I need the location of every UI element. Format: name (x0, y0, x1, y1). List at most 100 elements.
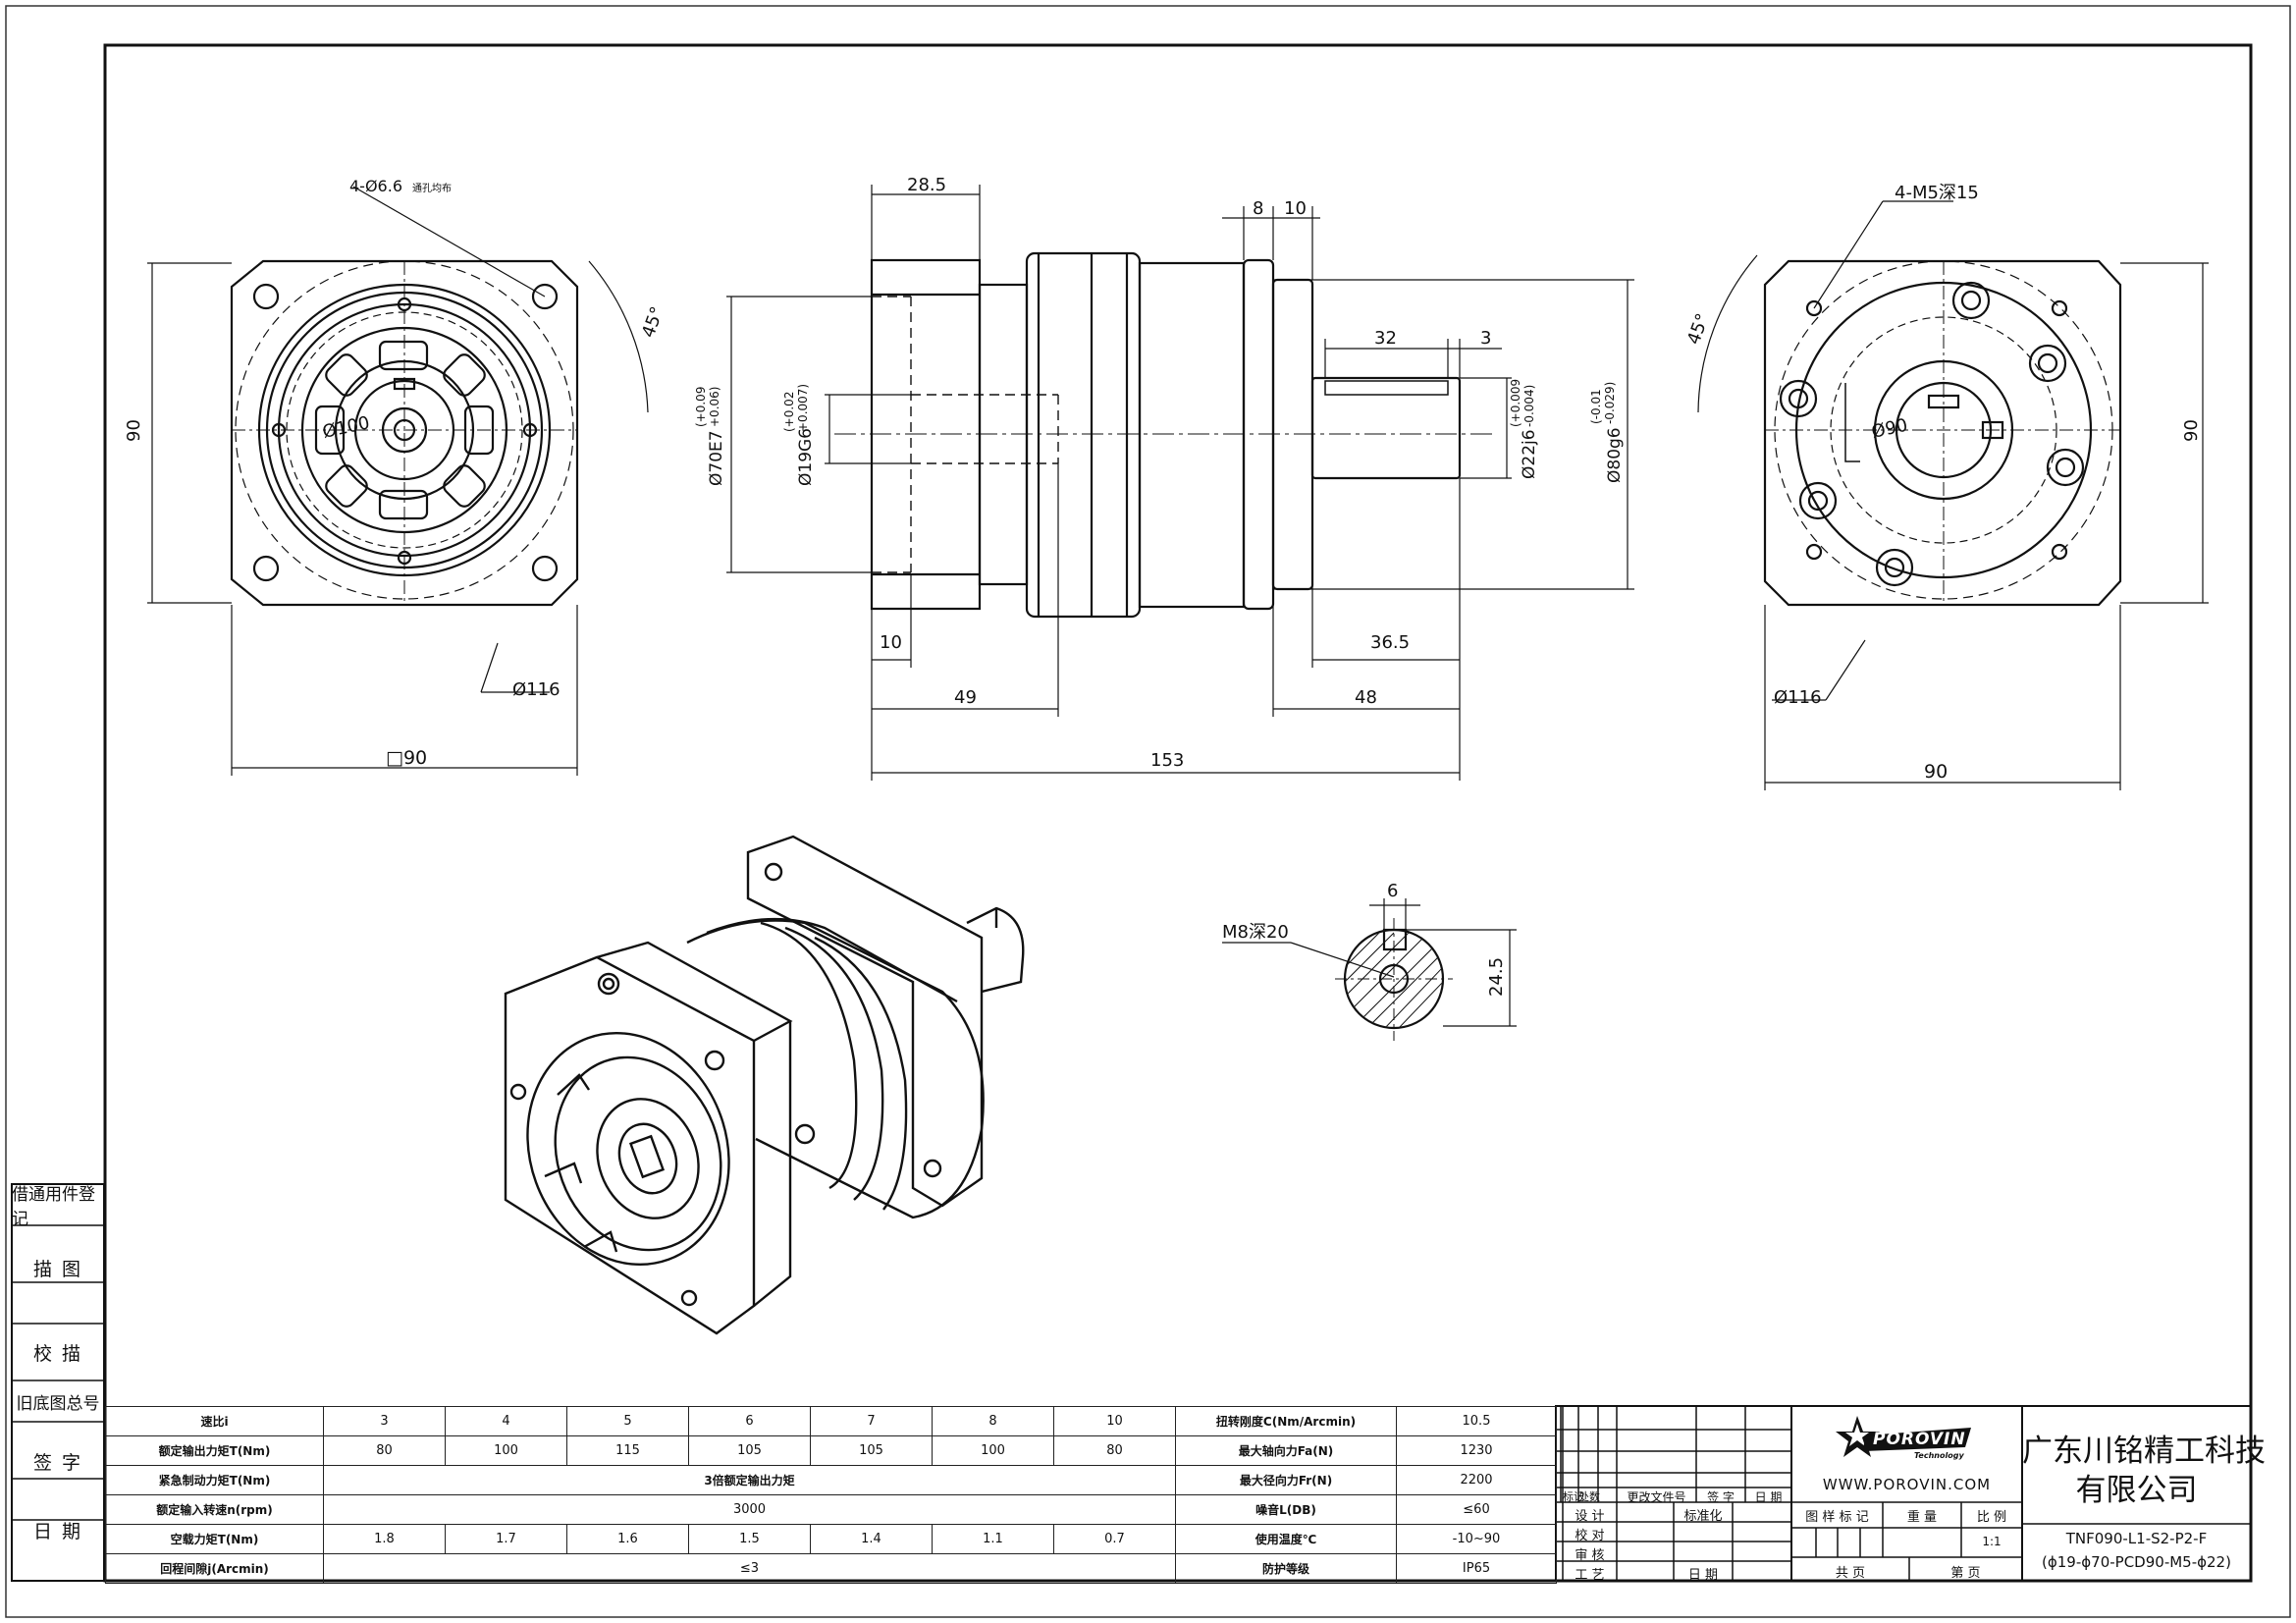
table-cell: 1.6 (566, 1524, 689, 1554)
side-dim-22-tol-bot: -0.004) (1522, 385, 1536, 427)
row-label: 额定输出力矩T(Nm) (105, 1435, 324, 1466)
front-pcd-label: Ø100 (321, 412, 372, 443)
ratio-cell: 7 (810, 1406, 933, 1436)
side-dim-22-tol-top: (+0.009 (1509, 379, 1522, 427)
table-cell: 1.4 (810, 1524, 933, 1554)
role-process: 工 艺 (1575, 1568, 1605, 1583)
side-dim-80: Ø80g6 (1605, 427, 1625, 483)
side-dim-32: 32 (1374, 328, 1397, 349)
spec-right-label: 使用温度℃ (1175, 1524, 1397, 1554)
sidebar-row-3: 旧底图总号 (16, 1393, 100, 1414)
table-cell: 100 (932, 1435, 1054, 1466)
date-label: 日 期 (1687, 1568, 1719, 1583)
sidebar-row-4: 签 字 (32, 1451, 83, 1474)
spec-right-value: -10~90 (1396, 1524, 1557, 1554)
ratio-cell: 8 (932, 1406, 1054, 1436)
spec-right-value: ≤60 (1396, 1494, 1557, 1525)
front-height-label: 90 (124, 419, 144, 442)
ratio-cell: 3 (323, 1406, 446, 1436)
table-span-cell: 3000 (323, 1494, 1176, 1525)
spec-row-rated-torque: 额定输出力矩T(Nm) 80 100 115 105 105 100 80 最大… (105, 1435, 1557, 1466)
row-label: 紧急制动力矩T(Nm) (105, 1465, 324, 1495)
drawing-frame (103, 43, 2253, 1583)
sidebar-row-0: 借通用件登记 (12, 1185, 95, 1229)
table-cell: 1.5 (688, 1524, 811, 1554)
table-span-cell: ≤3 (323, 1553, 1176, 1584)
spec-row-input-speed: 额定输入转速n(rpm) 3000 噪音L(DB) ≤60 (105, 1494, 1557, 1525)
side-dim-48: 48 (1355, 687, 1377, 708)
rear-width-label: 90 (1924, 761, 1948, 783)
table-span-cell: 3倍额定输出力矩 (323, 1465, 1176, 1495)
col-weight: 重 量 (1906, 1510, 1938, 1525)
table-cell: 100 (445, 1435, 567, 1466)
table-cell: 105 (688, 1435, 811, 1466)
spec-right-label: 扭转刚度C(Nm/Arcmin) (1175, 1406, 1397, 1436)
table-cell: 115 (566, 1435, 689, 1466)
scale-value: 1:1 (1982, 1535, 2002, 1548)
company-name-line2: 有限公司 (2075, 1473, 2198, 1508)
rev-header-mark: 标记 (1563, 1490, 1584, 1503)
side-dim-19: Ø19G6 (796, 428, 816, 486)
front-view (147, 186, 649, 776)
rev-header-date: 日 期 (1754, 1490, 1783, 1504)
side-dim-153: 153 (1150, 750, 1184, 771)
side-dim-28-5: 28.5 (907, 175, 946, 195)
spec-table: 速比i 3 4 5 6 7 8 10 扭转刚度C(Nm/Arcmin) 10.5… (105, 1406, 1557, 1584)
rev-header-count: 处数 (1578, 1490, 1600, 1503)
table-cell: 80 (323, 1435, 446, 1466)
table-cell: 105 (810, 1435, 933, 1466)
spec-right-label: 噪音L(DB) (1175, 1494, 1397, 1525)
front-holes-label: 4-Ø6.6 (349, 177, 402, 195)
role-review: 审 核 (1575, 1548, 1605, 1563)
brand-name: POROVIN (1873, 1430, 1966, 1449)
sidebar-row-2: 校 描 (32, 1342, 83, 1365)
side-dim-80-tol-top: (-0.01 (1589, 389, 1603, 424)
side-dim-70: Ø70E7 (707, 430, 726, 486)
company-name-line1: 广东川铭精工科技 (2022, 1434, 2266, 1469)
sheet-number: 第 页 (1950, 1566, 1981, 1581)
sidebar-row-5: 日 期 (32, 1520, 83, 1542)
side-dim-8: 8 (1253, 198, 1263, 219)
ratio-cell: 6 (688, 1406, 811, 1436)
front-width-label: □90 (386, 747, 427, 769)
col-scale: 比 例 (1976, 1510, 2007, 1525)
row-label: 额定输入转速n(rpm) (105, 1494, 324, 1525)
rear-threads-label: 4-M5深15 (1895, 183, 1979, 203)
shaft-key-width: 6 (1387, 881, 1398, 901)
rear-view (1697, 200, 2209, 790)
isometric-view (504, 835, 1025, 1335)
brand-sub: Technology (1914, 1451, 1964, 1460)
side-dim-10-top: 10 (1284, 198, 1307, 219)
side-dim-80-tol-bot: -0.029) (1603, 382, 1617, 424)
ratio-label: 速比i (105, 1406, 324, 1436)
spec-right-label: 最大径向力Fr(N) (1175, 1465, 1397, 1495)
ratio-cell: 4 (445, 1406, 567, 1436)
side-dim-70-tol-top: (+0.09 (694, 387, 708, 427)
front-outer-dia-label: Ø116 (512, 679, 561, 700)
spec-row-no-load-torque: 空载力矩T(Nm) 1.8 1.7 1.6 1.5 1.4 1.1 0.7 使用… (105, 1524, 1557, 1554)
table-cell: 1.7 (445, 1524, 567, 1554)
side-dim-49: 49 (954, 687, 977, 708)
rear-outer-dia-label: Ø116 (1774, 687, 1822, 708)
sheets-total: 共 页 (1835, 1566, 1866, 1581)
side-view (726, 185, 1634, 781)
side-dim-36-5: 36.5 (1370, 632, 1410, 653)
rev-header-sign: 签 字 (1707, 1490, 1735, 1504)
spec-row-emergency-torque: 紧急制动力矩T(Nm) 3倍额定输出力矩 最大径向力Fr(N) 2200 (105, 1465, 1557, 1495)
col-drawing-mark: 图 样 标 记 (1805, 1510, 1869, 1525)
table-cell: 80 (1053, 1435, 1176, 1466)
shaft-thread-label: M8深20 (1222, 922, 1289, 943)
side-dim-70-tol-bot: +0.06) (708, 387, 721, 427)
title-block-grid (1555, 1405, 2252, 1582)
row-label: 回程间隙j(Arcmin) (105, 1553, 324, 1584)
spec-right-label: 最大轴向力Fa(N) (1175, 1435, 1397, 1466)
spec-right-value: IP65 (1396, 1553, 1557, 1584)
table-cell: 1.8 (323, 1524, 446, 1554)
brand-logo: POROVIN Technology (1836, 1414, 1973, 1465)
role-design: 设 计 (1575, 1509, 1605, 1524)
standard-label: 标准化 (1683, 1509, 1723, 1524)
side-dim-19-tol-bot: +0.007) (796, 384, 810, 432)
side-dim-10-bottom: 10 (880, 632, 902, 653)
spec-right-value: 1230 (1396, 1435, 1557, 1466)
